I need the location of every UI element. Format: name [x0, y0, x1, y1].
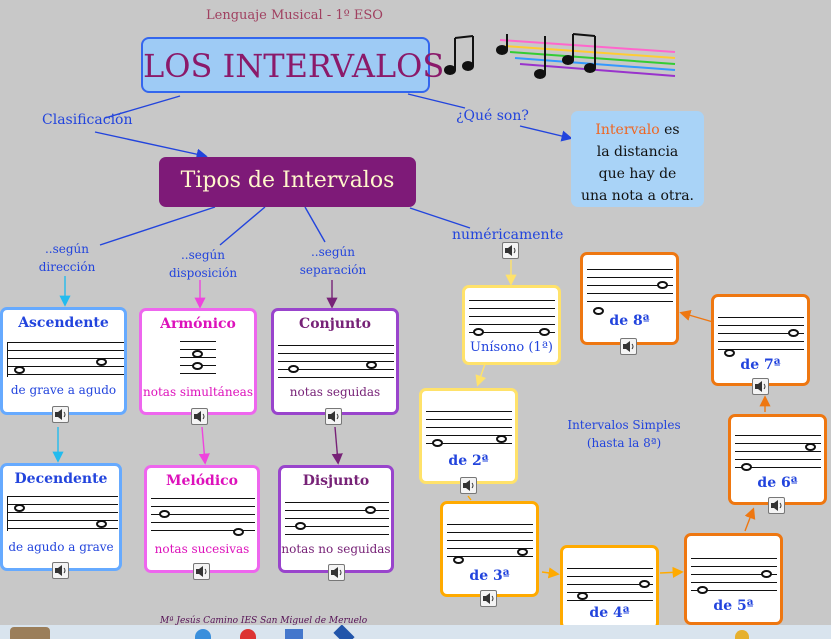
staff [285, 502, 389, 537]
staff [735, 435, 821, 471]
tipos-title: Tipos de Intervalos [180, 168, 395, 193]
staff [151, 498, 255, 536]
staff [469, 300, 555, 336]
staff [447, 524, 533, 564]
label-segun-direccion: ..según dirección [38, 242, 96, 274]
card-armonico-subtitle: notas simultáneas [143, 385, 253, 399]
speaker-decendente[interactable] [52, 562, 69, 579]
staff [718, 317, 804, 357]
card-armonico: Armónico notas simultáneas [139, 308, 257, 415]
label-numericamente: numéricamente [452, 227, 564, 243]
staff [7, 496, 118, 531]
simples-line2: (hasta la 8ª) [586, 436, 662, 450]
definition-line1: Intervalo es [571, 119, 704, 141]
staff [426, 411, 512, 447]
card-septima: de 7ª [711, 294, 810, 386]
staff [7, 342, 124, 377]
staff [278, 345, 394, 380]
speaker-tercera[interactable] [480, 590, 497, 607]
card-tercera-label: de 3ª [469, 568, 510, 584]
music-notes-decoration [444, 33, 676, 79]
card-segunda: de 2ª [419, 388, 518, 484]
tree-icon[interactable] [10, 627, 50, 639]
speaker-octava[interactable] [620, 338, 637, 355]
app-icon[interactable] [240, 629, 256, 639]
speaker-melodico[interactable] [193, 563, 210, 580]
card-octava-label: de 8ª [609, 313, 650, 329]
card-tercera: de 3ª [440, 501, 539, 597]
card-segunda-label: de 2ª [448, 453, 489, 469]
main-title-box: LOS INTERVALOS [141, 37, 445, 93]
card-disjunto-subtitle: notas no seguidas [281, 542, 391, 556]
card-unisono-label: Unísono (1ª) [470, 340, 553, 355]
main-title: LOS INTERVALOS [143, 47, 445, 85]
label-clasificacion: Clasificación [42, 112, 133, 128]
card-decendente: Decendente de agudo a grave [0, 463, 122, 571]
card-conjunto-subtitle: notas seguidas [289, 385, 381, 399]
card-ascendente-title: Ascendente [18, 315, 109, 331]
speaker-septima[interactable] [752, 378, 769, 395]
simples-line1: Intervalos Simples [567, 418, 681, 432]
card-quinta-label: de 5ª [713, 598, 754, 614]
card-cuarta: de 4ª [560, 545, 659, 630]
speaker-conjunto[interactable] [325, 408, 342, 425]
footer-credit: Mª Jesús Camino IES San Miguel de Meruel… [160, 616, 368, 626]
label-que-son: ¿Qué son? [456, 108, 529, 124]
card-unisono: Unísono (1ª) [462, 285, 561, 365]
definition-box: Intervalo es la distancia que hay de una… [571, 111, 704, 207]
definition-line2: la distancia [596, 144, 679, 160]
card-decendente-subtitle: de agudo a grave [8, 540, 114, 554]
browser-icon[interactable] [195, 629, 211, 639]
taskbar [0, 625, 831, 639]
speaker-sexta[interactable] [768, 497, 785, 514]
card-conjunto-title: Conjunto [299, 316, 371, 332]
tool-icon[interactable] [333, 625, 355, 639]
card-octava: de 8ª [580, 252, 679, 345]
subject-subtitle: Lenguaje Musical - 1º ESO [206, 8, 383, 23]
card-cuarta-label: de 4ª [589, 605, 630, 621]
definition-term: Intervalo [595, 122, 660, 138]
speaker-segunda[interactable] [460, 477, 477, 494]
label-segun-disposicion: ..según disposición [168, 248, 238, 280]
speaker-ascendente[interactable] [52, 406, 69, 423]
card-sexta-label: de 6ª [757, 475, 798, 491]
speaker-disjunto[interactable] [328, 564, 345, 581]
card-ascendente-subtitle: de grave a agudo [10, 383, 117, 397]
tray-icon[interactable] [735, 630, 749, 639]
definition-line4: una nota a otra. [580, 188, 695, 204]
card-quinta: de 5ª [684, 533, 783, 625]
staff [180, 341, 216, 376]
card-disjunto: Disjunto notas no seguidas [278, 465, 394, 573]
card-sexta: de 6ª [728, 414, 827, 505]
card-melodico: Melódico notas sucesivas [144, 465, 260, 573]
staff [691, 558, 777, 594]
definition-line3: que hay de [598, 166, 677, 182]
tipos-box: Tipos de Intervalos [159, 157, 416, 207]
card-ascendente: Ascendente de grave a agudo [0, 307, 127, 415]
card-decendente-title: Decendente [14, 471, 108, 487]
staff [567, 568, 653, 603]
folder-icon[interactable] [285, 629, 303, 639]
card-septima-label: de 7ª [740, 357, 781, 373]
card-melodico-title: Melódico [165, 473, 239, 489]
card-melodico-subtitle: notas sucesivas [154, 542, 250, 556]
speaker-numericamente[interactable] [502, 242, 519, 259]
card-conjunto: Conjunto notas seguidas [271, 308, 399, 415]
staff [587, 269, 673, 315]
definition-rest: es [659, 122, 680, 138]
label-segun-separacion: ..según separación [299, 245, 367, 277]
card-armonico-title: Armónico [160, 316, 236, 332]
card-disjunto-title: Disjunto [302, 473, 370, 489]
speaker-armonico[interactable] [191, 408, 208, 425]
